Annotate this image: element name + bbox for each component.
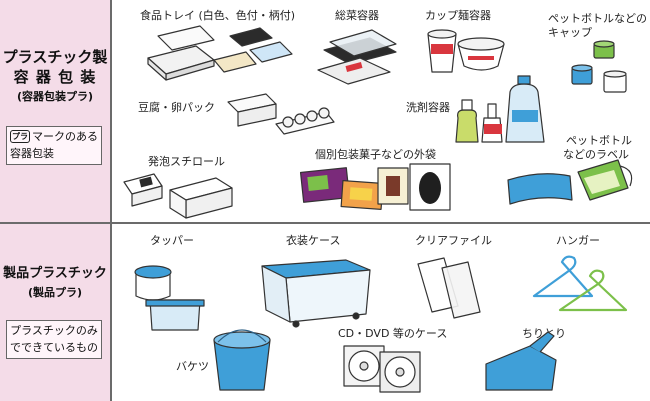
label-styrofoam: 発泡スチロール: [148, 155, 225, 168]
label-cup-noodle: カップ麺容器: [425, 9, 491, 22]
tofu-egg-pack-icon: [227, 93, 335, 135]
pla-recycling-mark-icon: プラ: [10, 130, 30, 143]
label-clothes-case: 衣装ケース: [286, 234, 341, 247]
note-line2: でできているもの: [10, 340, 98, 354]
snack-wrapper-icon: [299, 163, 451, 211]
category-title-line1: プラスチック製: [2, 48, 108, 66]
clear-file-icon: [417, 257, 481, 319]
hanger-icon: [532, 255, 628, 312]
label-cd-dvd-case: CD・DVD 等のケース: [338, 327, 448, 340]
label-bottle-cap-2: キャップ: [548, 26, 592, 39]
cup-noodle-icon: [427, 29, 505, 73]
styrofoam-icon: [123, 173, 233, 219]
deli-container-icon: [317, 29, 397, 85]
category-subtitle: (製品プラ): [27, 286, 83, 299]
detergent-bottle-icon: [455, 75, 545, 143]
cd-dvd-case-icon: [343, 345, 421, 393]
label-dustpan: ちりとり: [522, 327, 566, 340]
category-title-line1: 製品プラスチック: [3, 266, 107, 281]
bottle-cap-icon: [571, 40, 627, 93]
label-tofu-egg: 豆腐・卵パック: [138, 101, 215, 114]
tupperware-icon: [134, 265, 205, 331]
note-line1: マークのある: [32, 130, 98, 143]
label-clear-file: クリアファイル: [415, 234, 492, 247]
label-hanger: ハンガー: [556, 234, 600, 247]
label-tupper: タッパー: [150, 234, 194, 247]
note-line2: 容器包装: [10, 146, 54, 160]
bucket-icon: [213, 329, 271, 391]
category-note-box: プラスチックのみ でできているもの: [6, 320, 102, 359]
label-deli-container: 総菜容器: [335, 9, 379, 22]
label-bucket: バケツ: [176, 360, 209, 373]
label-detergent: 洗剤容器: [406, 101, 450, 114]
category-note-box: プラマークのある 容器包装: [6, 126, 102, 165]
label-bottle-label-1: ペットボトル: [566, 134, 632, 147]
label-bottle-label-2: などのラベル: [563, 148, 629, 161]
category-panel-container-packaging: [0, 0, 112, 222]
note-line1: プラスチックのみ: [10, 324, 98, 337]
category-title-line2: 容 器 包 装: [13, 68, 97, 86]
dustpan-icon: [485, 331, 557, 391]
category-panel-product-plastic: [0, 224, 112, 401]
bottle-label-icon: [507, 159, 633, 205]
clothes-case-icon: [261, 259, 371, 328]
label-bottle-cap-1: ペットボトルなどの: [548, 12, 647, 25]
food-tray-icon: [147, 25, 293, 81]
label-snack-wrap: 個別包装菓子などの外袋: [315, 148, 436, 161]
label-food-tray: 食品トレイ (白色、色付・柄付): [140, 9, 296, 22]
category-subtitle: (容器包装プラ): [16, 90, 94, 103]
section-divider: [0, 222, 650, 224]
